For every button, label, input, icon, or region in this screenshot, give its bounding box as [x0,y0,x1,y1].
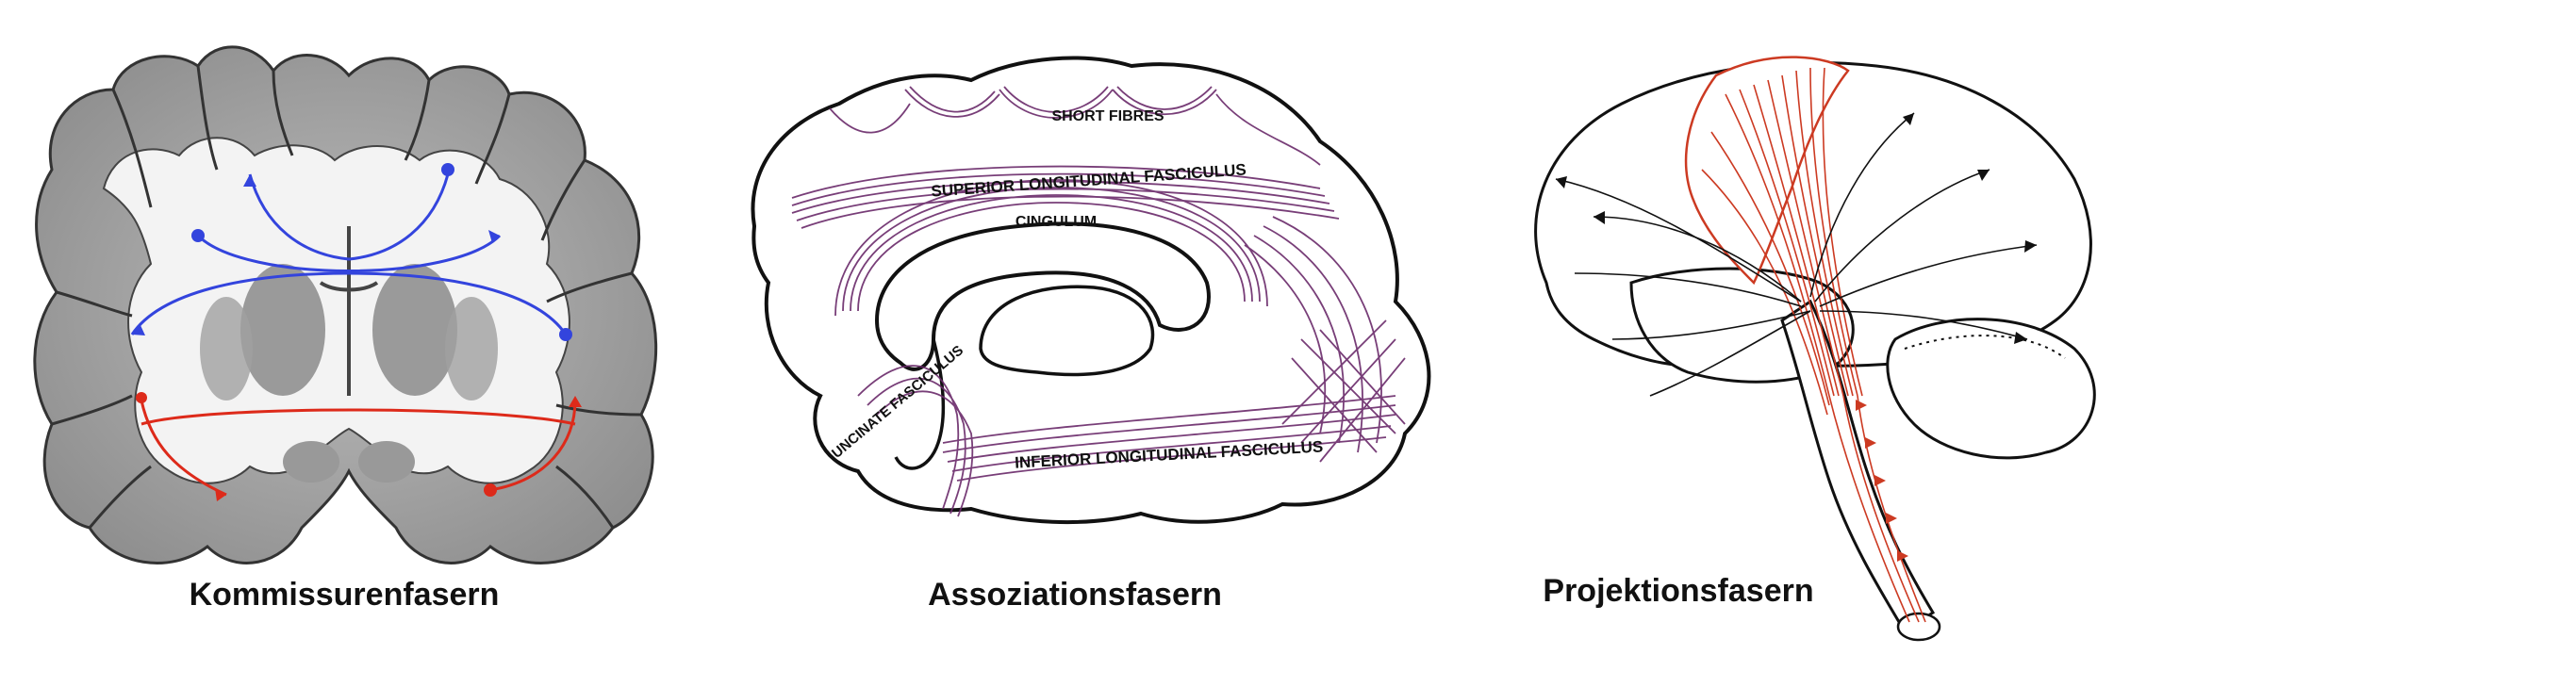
commissural-panel: Kommissurenfasern [0,0,717,682]
midline [319,226,379,396]
brainstem-cut [894,338,946,470]
upper-commissural-fibers [130,173,568,335]
lower-commissural-fibers [140,400,577,497]
motor-cortex-strip [1684,56,1850,286]
upper-fiber-endpoints [132,163,572,341]
lateral-brain-figure [1534,56,2096,642]
spinal-cord-section [1896,612,1941,642]
deep-nuclei [200,264,498,483]
commissural-caption: Kommissurenfasern [189,577,500,613]
lower-fiber-endpoints [136,392,582,501]
label-cingulum: CINGULUM [1016,214,1097,230]
projection-caption: Projektionsfasern [1543,573,1814,609]
sulci [51,65,642,529]
association-caption: Assoziationsfasern [928,577,1222,613]
black-projection-fibers [1555,112,2038,397]
red-fiber-arrows [1856,400,1908,562]
association-fibers [791,86,1406,517]
corpus-callosum [874,221,1211,371]
projection-panel: Projektionsfasern [1490,0,2206,682]
red-projection-fibers [1701,67,1926,623]
white-matter [102,137,570,484]
association-panel: SHORT FIBRES SUPERIOR LONGITUDINAL FASCI… [717,0,1490,682]
cerebellum [1886,318,2096,460]
thalamus [979,285,1155,377]
black-fiber-arrows [1556,113,2037,344]
label-short-fibres: SHORT FIBRES [1051,108,1164,124]
coronal-brain-figure [33,45,658,564]
medial-hemisphere-figure: SHORT FIBRES SUPERIOR LONGITUDINAL FASCI… [751,56,1431,525]
